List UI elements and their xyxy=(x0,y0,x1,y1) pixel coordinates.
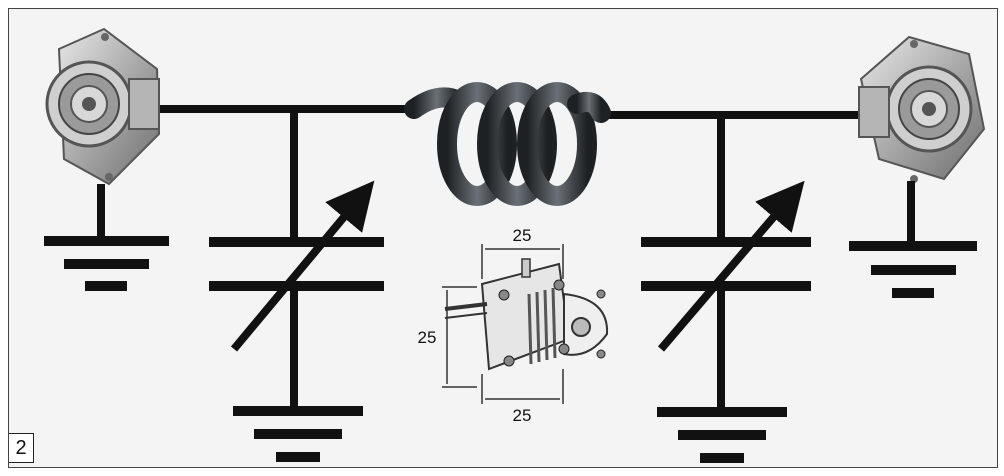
dimension-top xyxy=(481,244,564,279)
dimension-left-label: 25 xyxy=(418,328,437,347)
dimension-top-label: 25 xyxy=(513,226,532,245)
inductor-coil xyxy=(404,82,611,206)
schematic-canvas: 25 25 25 xyxy=(44,27,986,463)
dimension-bottom-label: 25 xyxy=(513,406,532,425)
ground-symbol-cap-right xyxy=(657,407,787,463)
circuit-figure: 25 25 25 2 xyxy=(8,8,998,468)
figure-number: 2 xyxy=(9,433,34,463)
adjust-arrow-right xyxy=(657,180,805,352)
ground-symbol-cap-left xyxy=(233,406,363,462)
dimension-bottom xyxy=(481,369,564,404)
ground-symbol-right xyxy=(849,241,977,298)
dimension-left xyxy=(442,286,477,388)
adjust-arrow-left xyxy=(230,180,375,352)
air-variable-capacitor-photo xyxy=(444,258,609,371)
ground-symbol-left xyxy=(44,236,169,291)
connector-left xyxy=(45,27,161,186)
variable-capacitor-left xyxy=(209,109,384,409)
variable-capacitor-right xyxy=(641,115,811,409)
connector-right xyxy=(858,35,986,183)
